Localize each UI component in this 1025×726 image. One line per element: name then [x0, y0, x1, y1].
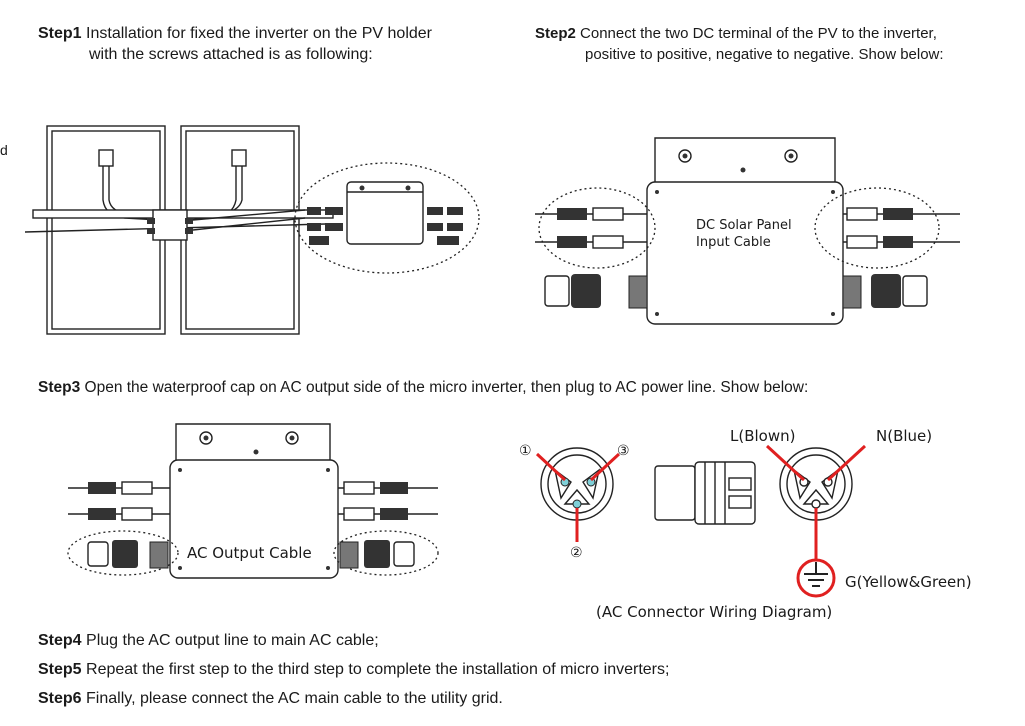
step4-instruction: Step4 Plug the AC output line to main AC… — [38, 630, 379, 651]
ground-icon — [796, 558, 836, 598]
step3-label: Step3 — [38, 379, 81, 396]
step5-instruction: Step5 Repeat the first step to the third… — [38, 659, 669, 680]
junction-box-right — [231, 149, 247, 167]
inverter-body-3 — [169, 459, 339, 579]
ac-output-diagram — [67, 423, 439, 579]
dc-label-line1: DC Solar Panel — [696, 218, 792, 233]
step2-instruction: Step2 Connect the two DC terminal of the… — [535, 23, 937, 44]
ac-output-label: AC Output Cable — [187, 544, 312, 562]
step1-label: Step1 — [38, 25, 82, 42]
step4-label: Step4 — [38, 632, 82, 649]
dc-right-ellipse — [814, 187, 940, 269]
step1-line2: with the screws attached is as following… — [89, 46, 373, 63]
rail-connector — [152, 209, 188, 241]
connector-side — [654, 465, 696, 521]
inverter-detail-ellipse — [294, 162, 480, 274]
inverter-bracket — [654, 137, 836, 182]
dc-left-ellipse — [538, 187, 656, 269]
inverter-small — [346, 181, 424, 245]
ac-right-ellipse — [333, 530, 439, 576]
inverter-body — [646, 181, 844, 325]
pin3-label: ③ — [617, 443, 630, 459]
edge-fragment: d — [0, 142, 8, 158]
dc-connection-diagram — [535, 137, 960, 325]
step2-label: Step2 — [535, 25, 576, 42]
ac-connector-wiring-diagram — [535, 444, 867, 598]
pv-mounting-diagram — [24, 125, 480, 335]
step1-instruction: Step1 Installation for fixed the inverte… — [38, 23, 432, 44]
step6-instruction: Step6 Finally, please connect the AC mai… — [38, 688, 503, 709]
step5-label: Step5 — [38, 661, 82, 678]
step5-text: Repeat the first step to the third step … — [86, 661, 670, 678]
step6-label: Step6 — [38, 690, 82, 707]
wiring-diagram-caption: (AC Connector Wiring Diagram) — [596, 603, 833, 621]
pin1-label: ① — [519, 443, 532, 459]
junction-box-left — [98, 149, 114, 167]
dc-label-line2: Input Cable — [696, 235, 771, 250]
pin2-label: ② — [570, 545, 583, 561]
n-wire-label: N(Blue) — [876, 427, 933, 445]
step3-text: Open the waterproof cap on AC output sid… — [84, 379, 809, 396]
step3-instruction: Step3 Open the waterproof cap on AC outp… — [38, 377, 808, 398]
inverter-bracket-3 — [175, 423, 331, 460]
l-wire-label: L(Blown) — [730, 427, 796, 445]
g-wire-label: G(Yellow&Green) — [845, 573, 972, 591]
step6-text: Finally, please connect the AC main cabl… — [86, 690, 503, 707]
ac-left-ellipse — [67, 530, 179, 576]
step2-line2: positive to positive, negative to negati… — [585, 46, 944, 63]
step4-text: Plug the AC output line to main AC cable… — [86, 632, 379, 649]
step1-line1: Installation for fixed the inverter on t… — [86, 25, 433, 42]
step2-line1: Connect the two DC terminal of the PV to… — [580, 25, 937, 42]
